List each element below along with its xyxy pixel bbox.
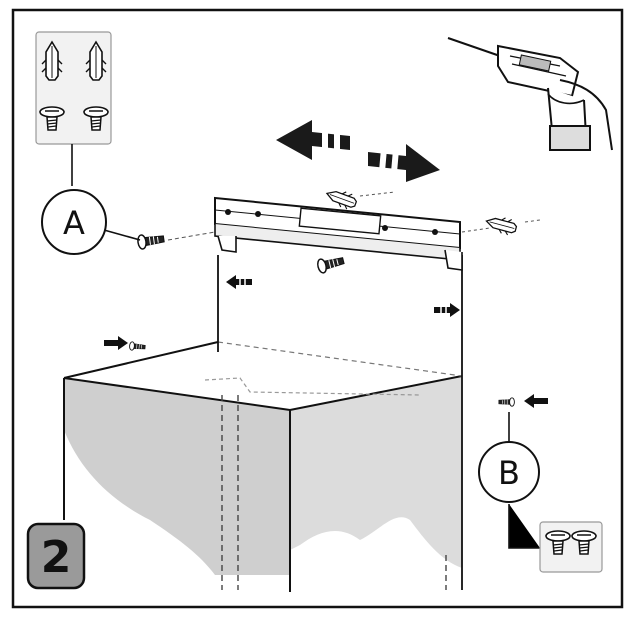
callout-a-letter: A: [63, 204, 85, 242]
callout-b-panel: B: [478, 412, 603, 573]
alignment-guides: [221, 395, 447, 590]
callout-b-circle: [478, 441, 540, 503]
slide-left-right-arrows: [276, 120, 440, 182]
drill-icon: [447, 37, 613, 151]
push-arrow-right: [434, 303, 460, 317]
push-arrow-left: [226, 275, 252, 289]
cabinet-top-outline: [63, 341, 463, 592]
cabinet-front-shading: [290, 376, 462, 568]
callout-a-panel: A: [35, 31, 141, 255]
callout-a-circle: [41, 189, 107, 255]
step-number: 2: [41, 532, 72, 583]
push-arrow-in-right: [524, 394, 548, 408]
wall-bracket: [214, 196, 463, 271]
step-number-badge: 2: [26, 522, 86, 590]
callout-b-letter: B: [498, 454, 520, 492]
push-arrow-in-left: [104, 336, 128, 350]
cabinet-side-shading: [64, 378, 290, 575]
